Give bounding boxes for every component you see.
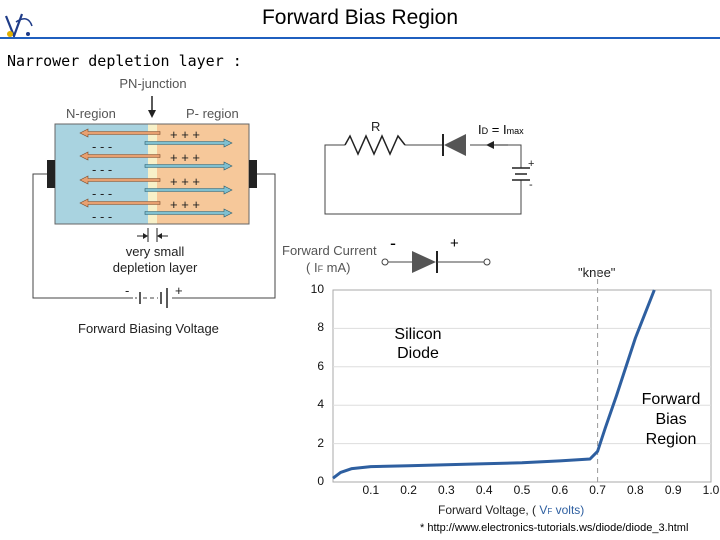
x-tick-label: 0.7 [589, 483, 606, 497]
p-region-block [157, 124, 249, 224]
forward-label: Forward [641, 391, 701, 408]
y-tick-label: 10 [310, 282, 324, 296]
bias-voltage-label: Forward Biasing Voltage [78, 321, 219, 336]
battery-minus-label: - [125, 283, 130, 298]
silicon-diode-label: Silicon Diode [378, 325, 458, 363]
hole-flow-arrow [79, 151, 161, 161]
circuit-battery-plus: + [528, 158, 535, 170]
p-region-label: P- region [186, 106, 239, 121]
plus-charges: + + + [170, 197, 200, 212]
y-tick-label: 6 [317, 358, 324, 373]
current-max-subscript: max [506, 126, 524, 136]
depletion-label-2: depletion layer [112, 260, 198, 275]
battery-plus-label: + [175, 283, 183, 298]
circuit-battery-minus: - [529, 179, 533, 191]
depletion-label-1: very small [125, 244, 185, 259]
x-tick-label: 0.1 [362, 483, 380, 497]
hole-flow-arrow [79, 128, 161, 138]
x-tick-label: 0.9 [664, 483, 682, 497]
x-tick-label: 0.2 [400, 483, 417, 497]
x-tick-label: 0.4 [475, 483, 493, 497]
electron-flow-arrow [144, 208, 233, 218]
page-title: Forward Bias Region [261, 6, 459, 29]
x-tick-label: 0.5 [513, 483, 531, 497]
current-subscript: D [481, 126, 489, 136]
plus-charges: + + + [170, 174, 200, 189]
knee-label: "knee" [578, 265, 616, 280]
depletion-layer [148, 124, 157, 224]
left-electrode [47, 160, 55, 188]
minus-charges: - - - [92, 162, 113, 177]
current-symbol: I [478, 122, 482, 137]
resistor-icon [344, 134, 406, 156]
pn-junction-label: PN-junction [119, 76, 187, 91]
graph-diode-minus: - [390, 233, 396, 253]
graph-xlabel: Forward Voltage, ( VF volts) [438, 503, 585, 517]
resistor-label: R [371, 119, 381, 134]
y-tick-label: 4 [317, 397, 324, 412]
forward-bias-region-label: Forward Bias Region [636, 390, 706, 450]
n-region-block [55, 124, 148, 224]
graph-diode-plus: + [450, 235, 459, 252]
source-footnote: * http://www.electronics-tutorials.ws/di… [420, 522, 689, 534]
graph-ylabel-2: ( IF mA) [306, 260, 351, 275]
current-equals: = [491, 122, 500, 137]
x-tick-label: 0.3 [438, 483, 455, 497]
minus-charges: - - - [92, 186, 113, 201]
slide-subtitle: Narrower depletion layer : [7, 52, 242, 70]
graph-diode-icon [412, 251, 436, 273]
plus-charges: + + + [170, 150, 200, 165]
bias-label: Bias [655, 411, 687, 428]
current-arrow-icon [486, 141, 494, 149]
diode-icon [444, 134, 466, 156]
y-tick-label: 0 [317, 474, 324, 488]
logo-icon [2, 8, 36, 42]
electron-flow-arrow [144, 161, 233, 171]
hole-flow-arrow [79, 198, 161, 208]
region-label: Region [645, 431, 697, 448]
y-tick-label: 8 [317, 320, 324, 335]
graph-ylabel-1: Forward Current [282, 243, 377, 258]
n-region-label: N-region [66, 106, 116, 121]
right-electrode [249, 160, 257, 188]
diode-label: Diode [397, 345, 439, 362]
wire-left [32, 173, 130, 299]
y-tick-label: 2 [317, 435, 324, 450]
electron-flow-arrow [144, 185, 233, 195]
silicon-label: Silicon [394, 326, 442, 343]
current-max-symbol: I [502, 122, 507, 137]
carrier-arrows [79, 128, 233, 218]
minus-charges: - - - [92, 209, 113, 224]
hole-flow-arrow [79, 175, 161, 185]
wire-right [172, 173, 276, 299]
electron-flow-arrow [144, 138, 233, 148]
series-line [332, 289, 656, 480]
plus-charges: + + + [170, 127, 200, 142]
title-underline [0, 37, 720, 39]
gridlines [333, 327, 711, 445]
x-tick-label: 0.6 [551, 483, 569, 497]
junction-pointer-head [148, 110, 156, 118]
current-equation: ID = Imax [478, 122, 524, 137]
minus-charges: - - - [92, 139, 113, 154]
plot-area [332, 289, 712, 483]
x-tick-label: 0.8 [627, 483, 644, 497]
x-tick-label: 1.0 [702, 483, 720, 497]
iv-curve [332, 289, 656, 480]
